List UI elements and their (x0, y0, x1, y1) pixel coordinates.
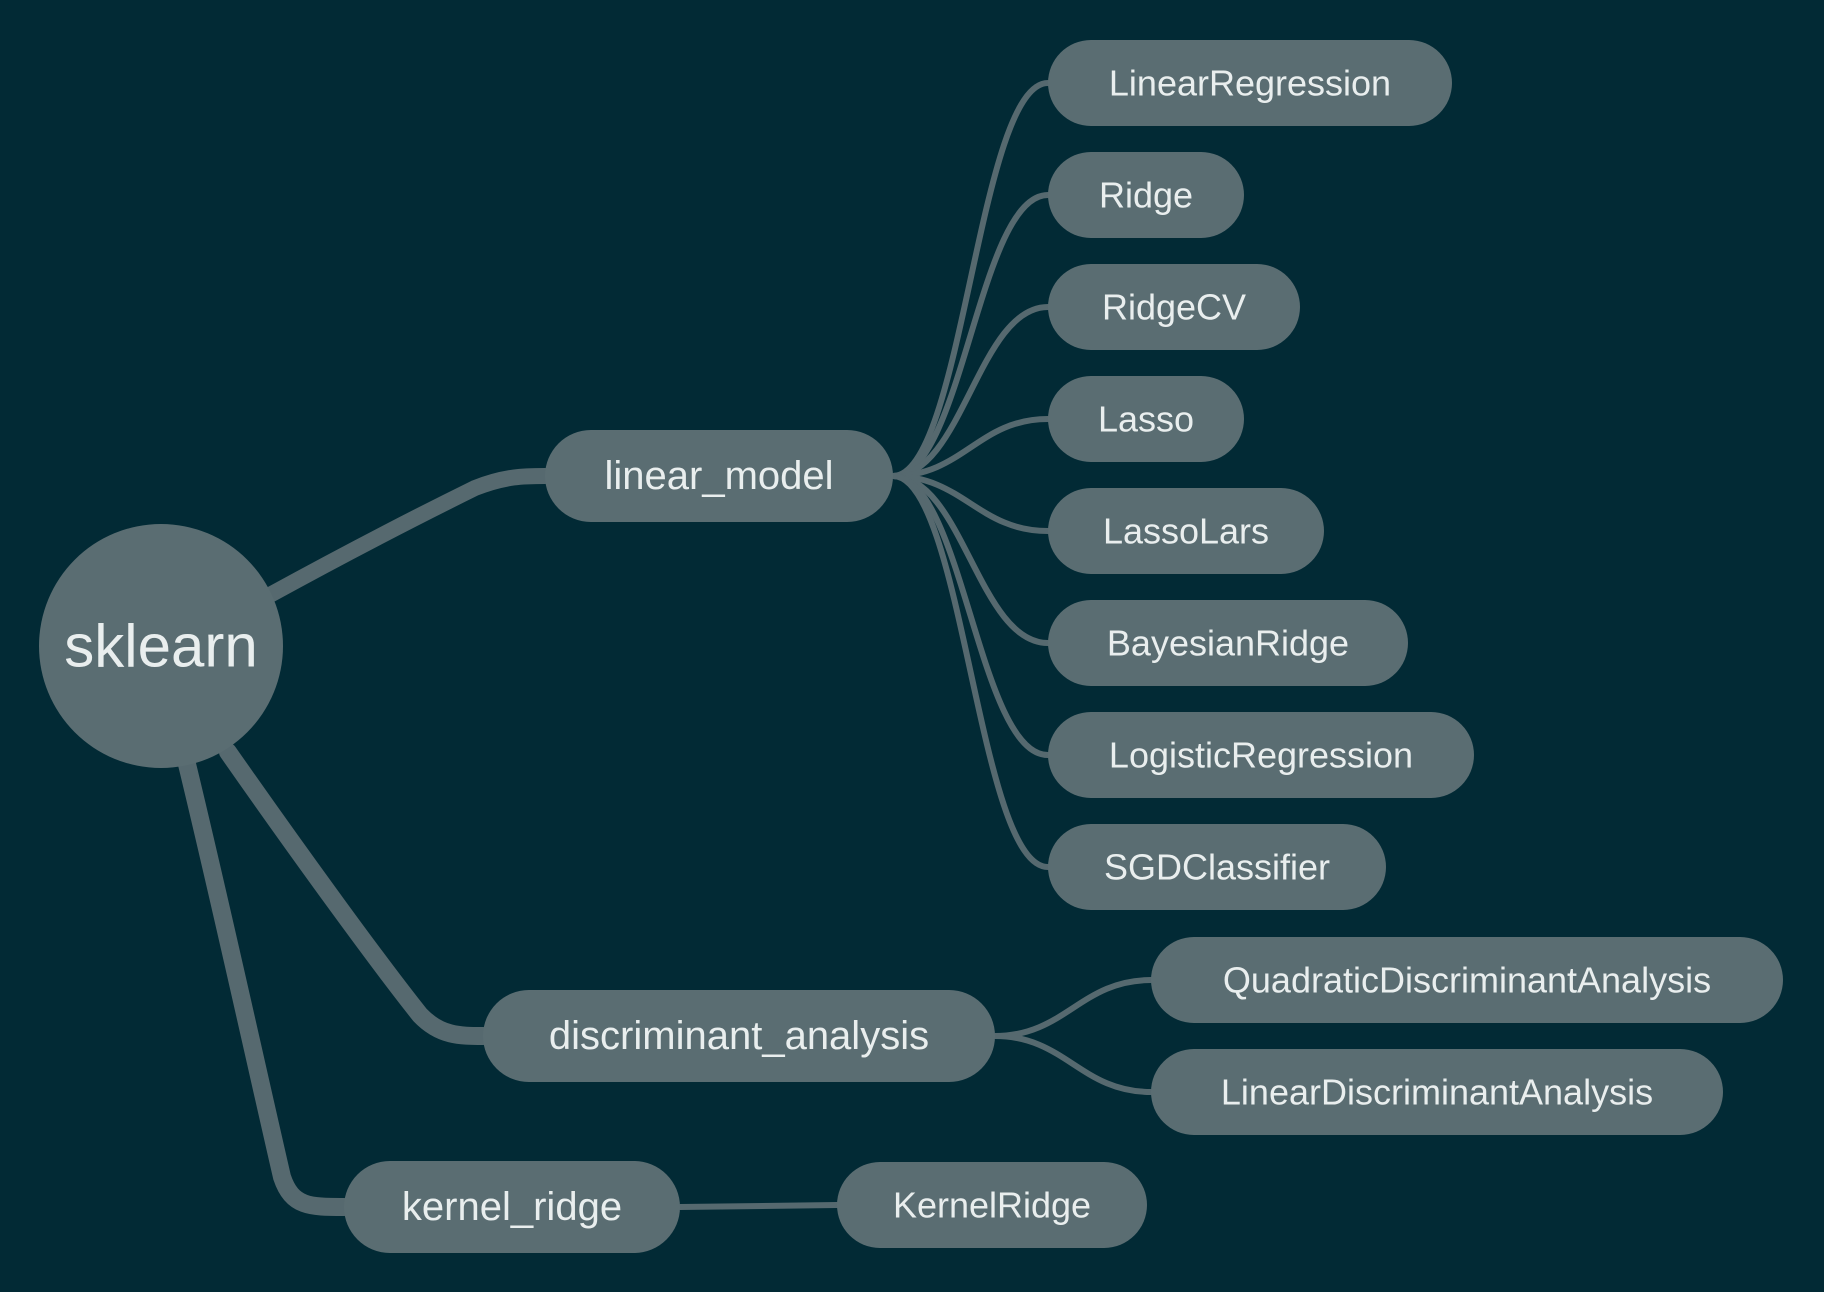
class-node-lineardiscriminantanalysis-label: LinearDiscriminantAnalysis (1221, 1072, 1653, 1113)
class-node-kernelridge-shape (837, 1162, 1147, 1248)
class-node-logisticregression-shape (1048, 712, 1474, 798)
edge-discriminant-analysis-to-lineardiscriminantanalysis (992, 1033, 1154, 1095)
module-node-discriminant-analysis-label: discriminant_analysis (549, 1014, 929, 1058)
class-node-ridge-shape (1048, 152, 1244, 238)
class-node-kernelridge: KernelRidge (837, 1162, 1147, 1248)
module-node-discriminant-analysis: discriminant_analysis (483, 990, 995, 1082)
class-node-lasso-label: Lasso (1098, 399, 1194, 440)
module-node-discriminant-analysis-shape (483, 990, 995, 1082)
class-node-linearregression: LinearRegression (1048, 40, 1452, 126)
class-node-bayesianridge-shape (1048, 600, 1408, 686)
edge-linear-model-to-lasso (890, 416, 1051, 479)
root-node-sklearn-shape (39, 524, 283, 768)
class-node-ridge: Ridge (1048, 152, 1244, 238)
edge-linear-model-to-ridgecv (890, 304, 1051, 479)
nodes-layer: sklearn linear_model discriminant_analysis… (39, 40, 1783, 1253)
class-node-lassolars-shape (1048, 488, 1324, 574)
class-node-ridge-label: Ridge (1099, 175, 1193, 216)
edge-linear-model-to-sgdclassifier (890, 473, 1051, 870)
edge-linear-model-to-lassolars (890, 473, 1051, 534)
class-node-logisticregression-label: LogisticRegression (1109, 735, 1413, 776)
class-node-ridgecv-shape (1048, 264, 1300, 350)
edges-layer (177, 80, 1154, 1216)
class-node-sgdclassifier-label: SGDClassifier (1104, 847, 1330, 888)
edge-kernel-ridge-to-kernelridge (677, 1202, 840, 1210)
class-node-sgdclassifier-shape (1048, 824, 1386, 910)
module-node-linear-model-shape (545, 430, 893, 522)
class-node-kernelridge-label: KernelRidge (893, 1185, 1091, 1226)
root-node-sklearn-label: sklearn (64, 613, 257, 680)
class-node-bayesianridge-label: BayesianRidge (1107, 623, 1349, 664)
module-node-kernel-ridge: kernel_ridge (344, 1161, 680, 1253)
edge-sklearn-to-discriminant-analysis (219, 743, 492, 1045)
edge-linear-model-to-ridge (890, 192, 1051, 479)
class-node-lasso: Lasso (1048, 376, 1244, 462)
edge-sklearn-to-linear-model (260, 468, 553, 604)
module-node-kernel-ridge-shape (344, 1161, 680, 1253)
class-node-lasso-shape (1048, 376, 1244, 462)
class-node-quadraticdiscriminantanalysis: QuadraticDiscriminantAnalysis (1151, 937, 1783, 1023)
class-node-bayesianridge: BayesianRidge (1048, 600, 1408, 686)
edge-sklearn-to-kernel-ridge (177, 751, 353, 1216)
class-node-quadraticdiscriminantanalysis-label: QuadraticDiscriminantAnalysis (1223, 960, 1711, 1001)
class-node-lassolars: LassoLars (1048, 488, 1324, 574)
class-node-ridgecv-label: RidgeCV (1102, 287, 1246, 328)
class-node-quadraticdiscriminantanalysis-shape (1151, 937, 1783, 1023)
class-node-linearregression-shape (1048, 40, 1452, 126)
class-node-logisticregression: LogisticRegression (1048, 712, 1474, 798)
class-node-linearregression-label: LinearRegression (1109, 63, 1391, 104)
root-node-sklearn: sklearn (39, 524, 283, 768)
module-node-linear-model: linear_model (545, 430, 893, 522)
edge-linear-model-to-linearregression (890, 80, 1051, 479)
edge-discriminant-analysis-to-quadraticdiscriminantanalysis (992, 977, 1154, 1039)
edge-linear-model-to-bayesianridge (890, 473, 1051, 646)
class-node-lassolars-label: LassoLars (1103, 511, 1269, 552)
class-node-ridgecv: RidgeCV (1048, 264, 1300, 350)
class-node-lineardiscriminantanalysis-shape (1151, 1049, 1723, 1135)
module-node-linear-model-label: linear_model (604, 454, 833, 498)
class-node-sgdclassifier: SGDClassifier (1048, 824, 1386, 910)
class-node-lineardiscriminantanalysis: LinearDiscriminantAnalysis (1151, 1049, 1723, 1135)
module-node-kernel-ridge-label: kernel_ridge (402, 1185, 622, 1229)
edge-linear-model-to-logisticregression (890, 473, 1051, 758)
